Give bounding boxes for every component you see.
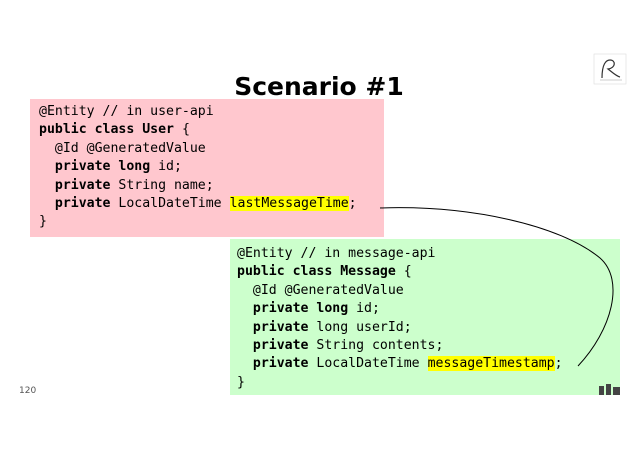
user-id-annotations: @Id @GeneratedValue (39, 140, 206, 156)
message-field-userid: long userId; (308, 319, 412, 335)
message-field-id: id; (348, 301, 380, 317)
user-field-time-keyword: private (54, 196, 111, 212)
user-entity-annotation: @Entity // in user-api (39, 104, 214, 119)
logo-icon (593, 53, 627, 85)
user-field-id: id; (150, 159, 182, 175)
user-class-name: User (142, 122, 174, 138)
message-entity-code-box: @Entity // in message-api public class M… (230, 239, 620, 395)
last-message-time-highlight: lastMessageTime (229, 196, 349, 212)
user-field-name-keyword: private (54, 177, 111, 193)
message-field-timestamp-keyword: private (252, 356, 309, 372)
user-entity-code-box: @Entity // in user-api public class User… (30, 99, 384, 237)
user-field-time-type: LocalDateTime (110, 196, 230, 212)
slide-number: 120 (19, 386, 37, 396)
message-class-name: Message (340, 264, 396, 280)
message-id-annotations: @Id @GeneratedValue (237, 282, 404, 298)
message-field-contents-keyword: private (252, 338, 309, 354)
message-brace-open: { (395, 264, 412, 280)
user-field-id-keyword: private long (54, 159, 151, 175)
user-field-name: String name; (110, 177, 214, 193)
message-field-timestamp-end: ; (554, 356, 563, 372)
message-field-userid-keyword: private (252, 319, 309, 335)
message-field-contents: String contents; (308, 338, 444, 354)
message-field-timestamp-type: LocalDateTime (308, 356, 428, 372)
brand-mark-icon (599, 384, 620, 395)
message-brace-close: } (237, 374, 245, 390)
message-timestamp-highlight: messageTimestamp (427, 356, 555, 372)
user-brace-open: { (174, 122, 190, 138)
message-public-class-keyword: public class (237, 264, 333, 280)
message-entity-annotation: @Entity // in message-api (237, 246, 436, 261)
slide-title: Scenario #1 (234, 72, 404, 101)
user-brace-close: } (39, 214, 47, 230)
user-public-class-keyword: public class (39, 122, 135, 138)
message-field-id-keyword: private long (252, 301, 349, 317)
user-field-time-end: ; (348, 196, 357, 212)
